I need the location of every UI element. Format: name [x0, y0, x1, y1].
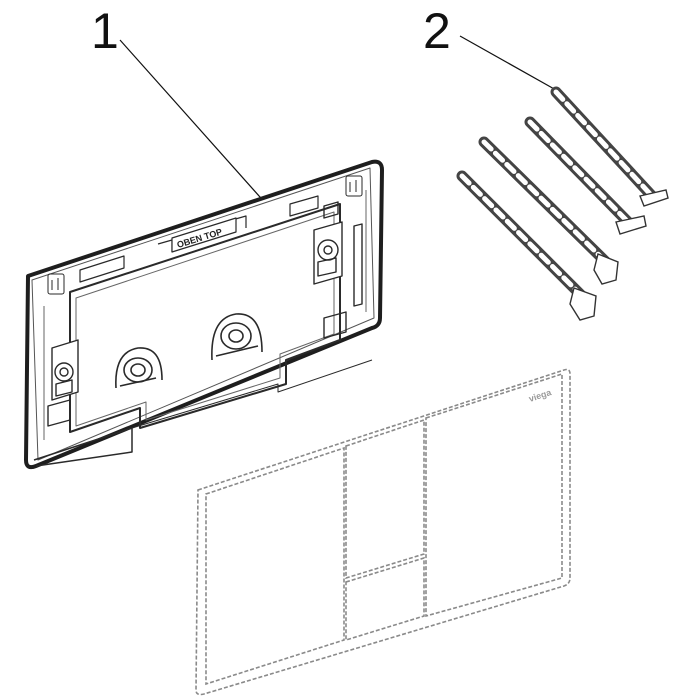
grommet-right [211, 313, 263, 361]
corner-marker-left [47, 273, 65, 295]
flush-button-large [345, 418, 425, 580]
mounting-frame [24, 159, 384, 470]
clip-left [47, 339, 79, 427]
leader-line-2 [459, 35, 557, 91]
corner-marker-right [345, 175, 363, 197]
flush-plate [195, 368, 571, 696]
extension-rod-3 [478, 136, 619, 285]
callout-number-1: 1 [91, 3, 119, 59]
extension-rods [456, 86, 669, 321]
clip-right [313, 201, 363, 339]
callout-number-2: 2 [423, 3, 451, 59]
extension-rod-4 [456, 170, 597, 321]
flush-plate-outline [195, 368, 571, 696]
leader-line-1 [119, 39, 269, 207]
grommet-left [115, 347, 163, 389]
extension-rod-2 [524, 116, 647, 235]
extension-rod-1 [550, 86, 669, 207]
flush-button-small [345, 556, 425, 642]
flush-plate-right-face [425, 372, 563, 618]
flush-plate-left-face [205, 446, 345, 686]
